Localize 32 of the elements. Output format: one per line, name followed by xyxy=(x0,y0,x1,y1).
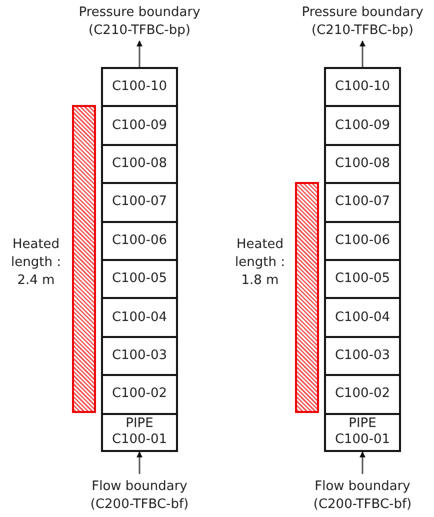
heated-length-label: Heated length : 2.4 m xyxy=(10,236,62,290)
volume-cell: C100-03 xyxy=(101,336,178,376)
boundary-label: Pressure boundary (C210-TFBC-bp) xyxy=(61,3,218,41)
volume-cell: C100-02 xyxy=(324,374,401,415)
volume-cell: C100-08 xyxy=(101,144,178,184)
boundary-label: Flow boundary (C200-TFBC-bf) xyxy=(284,476,434,516)
boundary-label: Pressure boundary (C210-TFBC-bp) xyxy=(284,3,434,41)
volume-cell: C100-05 xyxy=(324,259,401,300)
volume-cell: C100-06 xyxy=(324,220,401,261)
arrow xyxy=(360,451,366,474)
heated-zone-bar xyxy=(72,105,96,413)
volume-cell: C100-10 xyxy=(101,67,178,108)
volume-cell: C100-06 xyxy=(101,220,178,261)
heated-zone-bar xyxy=(295,182,319,413)
volume-cell: C100-07 xyxy=(324,182,401,223)
volume-cell: C100-03 xyxy=(324,336,401,376)
volume-cell: C100-08 xyxy=(324,144,401,184)
volume-cell: C100-04 xyxy=(101,297,178,338)
volume-cell: C100-02 xyxy=(101,374,178,415)
volume-cell: C100-05 xyxy=(101,259,178,300)
volume-cell: C100-04 xyxy=(324,297,401,338)
arrow xyxy=(136,40,142,67)
volume-cell: C100-07 xyxy=(101,182,178,223)
volume-cell: C100-10 xyxy=(324,67,401,108)
arrow xyxy=(360,40,366,67)
volume-cell: PIPE C100-01 xyxy=(101,412,178,452)
heated-length-label: Heated length : 1.8 m xyxy=(234,236,286,290)
volume-cell: C100-09 xyxy=(101,105,178,146)
boundary-label: Flow boundary (C200-TFBC-bf) xyxy=(61,476,218,516)
arrow xyxy=(136,451,142,474)
volume-cell: C100-09 xyxy=(324,105,401,146)
volume-cell: PIPE C100-01 xyxy=(324,412,401,452)
